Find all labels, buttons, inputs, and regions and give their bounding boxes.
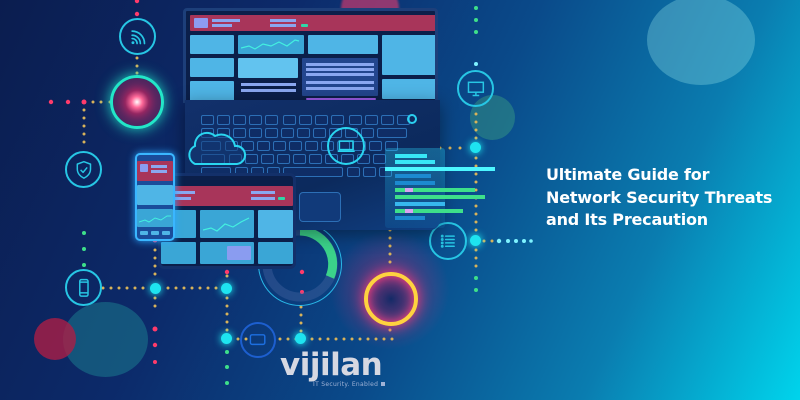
bokeh-light-top-right bbox=[647, 0, 755, 85]
code-panel bbox=[385, 148, 495, 228]
power-button bbox=[407, 114, 417, 124]
logo-tagline: IT Security. Enabled bbox=[313, 381, 385, 388]
title-line-2: Network Security Threats bbox=[546, 187, 773, 207]
network-node bbox=[150, 283, 161, 294]
title-line-3: and Its Precaution bbox=[546, 210, 708, 229]
tablet-device bbox=[158, 173, 296, 269]
cloud-icon bbox=[183, 128, 249, 168]
bokeh-red-left bbox=[34, 318, 76, 360]
monitor-icon bbox=[457, 70, 494, 107]
bokeh-teal-left bbox=[63, 302, 148, 377]
network-node bbox=[470, 142, 481, 153]
alert-node bbox=[110, 75, 164, 129]
wifi-icon bbox=[119, 18, 156, 55]
trackpad bbox=[299, 192, 341, 222]
list-icon bbox=[429, 222, 467, 260]
network-node bbox=[470, 235, 481, 246]
network-node bbox=[221, 283, 232, 294]
vijilan-logo: vijilan IT Security. Enabled bbox=[280, 347, 385, 389]
shield-check-icon bbox=[65, 151, 102, 188]
laptop-keyboard bbox=[185, 100, 440, 230]
laptop-icon bbox=[327, 127, 365, 165]
tablet-icon bbox=[240, 322, 276, 358]
laptop-screen bbox=[183, 8, 438, 103]
smartphone-icon bbox=[65, 269, 102, 306]
threat-ring bbox=[364, 272, 418, 326]
banner-title: Ultimate Guide for Network Security Thre… bbox=[546, 164, 796, 232]
logo-wordmark: vijilan bbox=[280, 347, 383, 383]
network-node bbox=[295, 333, 306, 344]
smartphone-device bbox=[135, 153, 175, 241]
network-node bbox=[221, 333, 232, 344]
title-line-1: Ultimate Guide for bbox=[546, 165, 710, 184]
